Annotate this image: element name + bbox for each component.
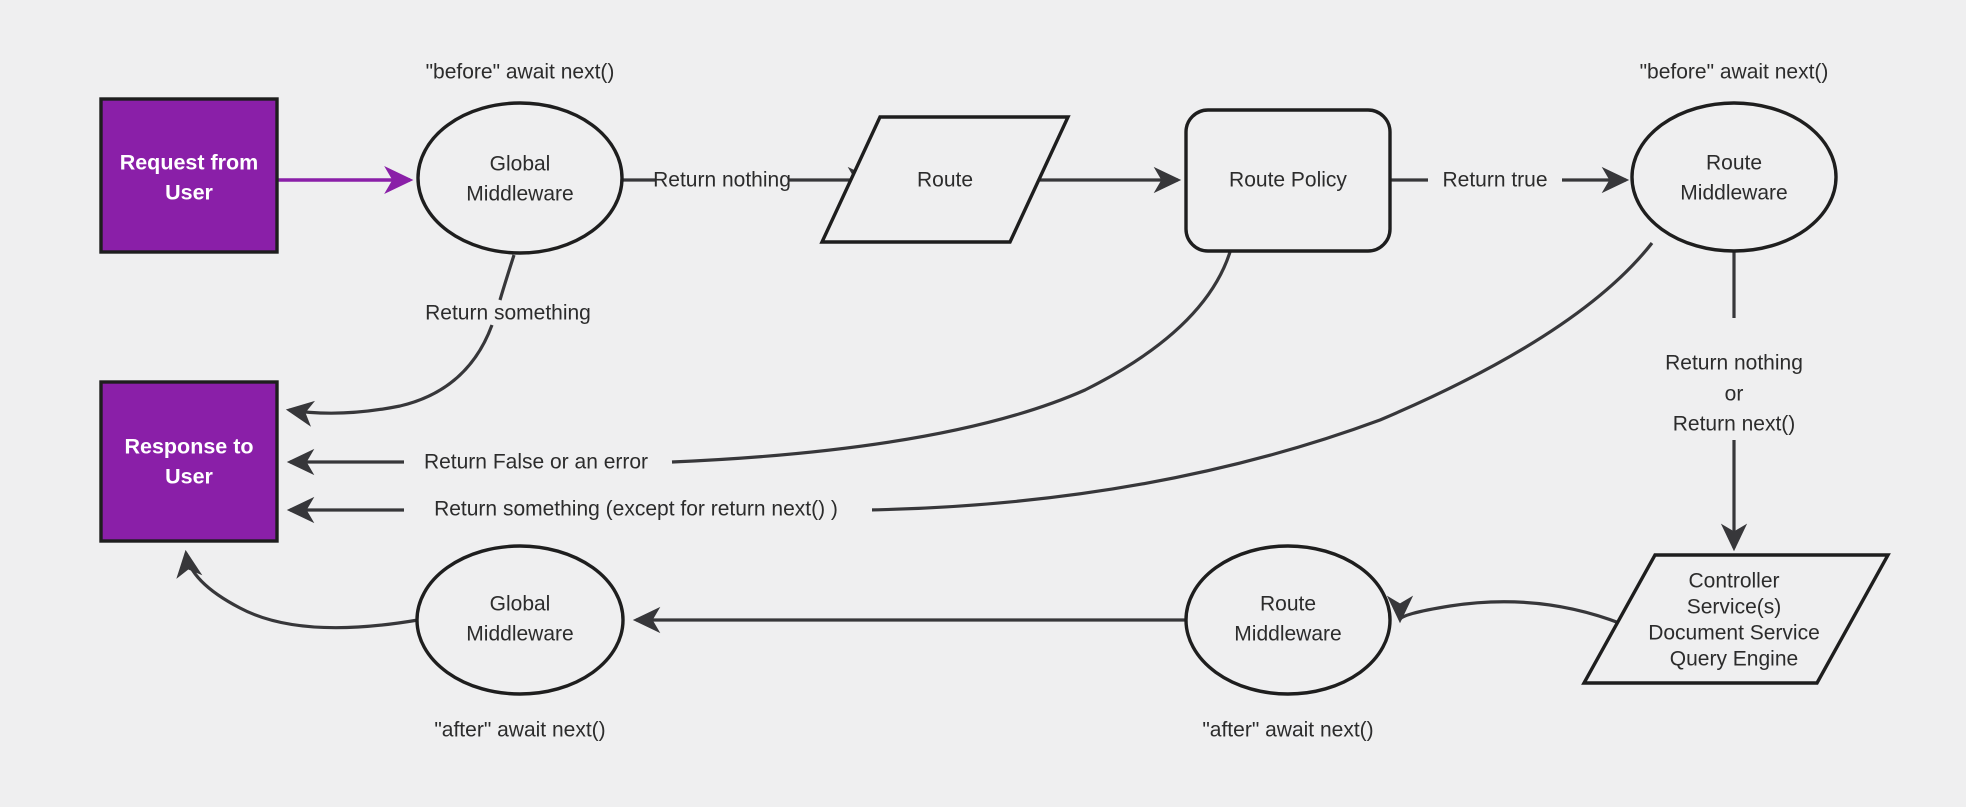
global-middleware-top-label-line1: Global (490, 153, 551, 176)
edge-controller-to-route-middleware-bottom (1386, 595, 1623, 626)
annotation-before-await-next-left: "before" await next() (426, 61, 615, 84)
route-middleware-top-ellipse[interactable] (1630, 101, 1838, 253)
edge-label-return-next: Return next() (1673, 413, 1796, 436)
route-middleware-bottom-label-line1: Route (1260, 593, 1316, 616)
controller-label-line1: Controller (1688, 570, 1779, 593)
node-request-from-user[interactable]: Request from User (99, 97, 279, 254)
global-middleware-top-label-line2: Middleware (466, 183, 573, 206)
request-from-user-label-line2: User (165, 181, 213, 205)
node-controller-services[interactable]: Controller Service(s) Document Service Q… (1581, 553, 1891, 685)
edge-route-middleware-to-controller: Return nothing or Return next() (1665, 252, 1803, 552)
annotation-after-await-next-left: "after" await next() (434, 719, 605, 742)
node-route-policy[interactable]: Route Policy (1184, 108, 1392, 253)
controller-label-line3: Document Service (1648, 622, 1820, 645)
request-from-user-label-line1: Request from (120, 151, 259, 175)
node-global-middleware-bottom[interactable]: Global Middleware (415, 544, 625, 696)
route-middleware-bottom-ellipse[interactable] (1184, 544, 1392, 696)
node-route-middleware-bottom[interactable]: Route Middleware (1184, 544, 1392, 696)
edge-label-return-false-or-error: Return False or an error (424, 451, 648, 474)
node-route[interactable]: Route (819, 115, 1071, 244)
route-parallelogram[interactable] (819, 115, 1071, 244)
route-middleware-bottom-label-line2: Middleware (1234, 623, 1341, 646)
edge-global-middleware-to-route: Return nothing (623, 166, 876, 194)
response-to-user-label-line1: Response to (124, 435, 253, 459)
route-policy-label: Route Policy (1229, 169, 1347, 192)
node-route-middleware-top[interactable]: Route Middleware (1630, 101, 1838, 253)
route-middleware-top-label-line2: Middleware (1680, 182, 1787, 205)
response-to-user-label-line2: User (165, 465, 213, 489)
global-middleware-top-ellipse[interactable] (416, 101, 624, 255)
global-middleware-bottom-label-line2: Middleware (466, 623, 573, 646)
edge-global-middleware-bottom-to-response (176, 549, 419, 630)
global-middleware-bottom-ellipse[interactable] (415, 544, 625, 696)
edge-route-policy-to-route-middleware: Return true (1391, 166, 1630, 194)
edge-label-return-nothing-2: Return nothing (1665, 352, 1803, 375)
edge-label-return-something: Return something (425, 302, 591, 325)
route-middleware-top-label-line1: Route (1706, 152, 1762, 175)
edge-route-middleware-return-something: Return something (except for return next… (286, 242, 1654, 524)
edge-route-policy-return-false: Return False or an error (286, 251, 1232, 476)
route-label: Route (917, 169, 973, 192)
controller-label-line4: Query Engine (1670, 648, 1798, 671)
node-global-middleware-top[interactable]: Global Middleware (416, 101, 624, 255)
edge-label-backdrop (404, 496, 872, 524)
edge-global-middleware-return-something: Return something (285, 254, 591, 427)
global-middleware-bottom-label-line1: Global (490, 593, 551, 616)
annotation-after-await-next-right: "after" await next() (1202, 719, 1373, 742)
edge-label-return-something-except-next-text: Return something (except for return next… (434, 498, 838, 521)
response-to-user-box[interactable] (99, 380, 279, 543)
edge-label-or: or (1725, 383, 1744, 406)
controller-parallelogram[interactable] (1581, 553, 1891, 685)
node-response-to-user[interactable]: Response to User (99, 380, 279, 543)
controller-label-line2: Service(s) (1687, 596, 1782, 619)
route-policy-box[interactable] (1184, 108, 1392, 253)
edge-label-return-nothing: Return nothing (653, 169, 791, 192)
request-from-user-box[interactable] (99, 97, 279, 254)
annotation-before-await-next-right: "before" await next() (1640, 61, 1829, 84)
edge-label-return-true: Return true (1442, 169, 1547, 192)
